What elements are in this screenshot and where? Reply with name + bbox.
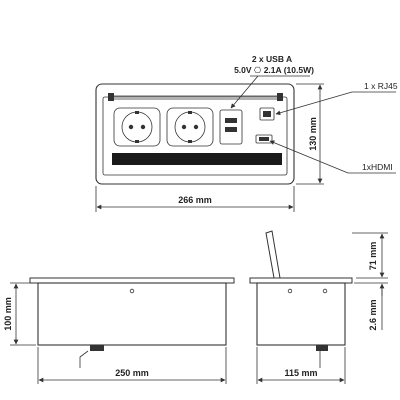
power-socket-1 bbox=[113, 107, 161, 147]
top-view-inner-panel bbox=[102, 96, 288, 176]
power-socket-2 bbox=[166, 107, 214, 147]
usb-port-2-icon bbox=[225, 127, 237, 132]
top-width-label: 266 mm bbox=[178, 195, 212, 205]
top-view: 266 mm 130 mm 2 x USB A 5.0V ⎔ 2.1A (10.… bbox=[95, 54, 398, 212]
rj45-port bbox=[259, 107, 275, 121]
rj45-leader bbox=[275, 91, 353, 116]
side-view: 115 mm 71 mm 2.6 mm bbox=[249, 230, 388, 384]
side-flange-label: 2.6 mm bbox=[368, 299, 378, 330]
front-height-label: 100 mm bbox=[3, 297, 13, 331]
front-width-label: 250 mm bbox=[115, 368, 149, 378]
usb-callout-line2: 5.0V ⎔ 2.1A (10.5W) bbox=[234, 65, 314, 75]
brush-strip bbox=[112, 153, 282, 165]
side-width-label: 115 mm bbox=[284, 368, 317, 378]
side-open-lid bbox=[265, 230, 281, 279]
rj45-icon bbox=[263, 111, 271, 117]
side-screw-left-icon bbox=[287, 288, 293, 294]
hinge-left-icon bbox=[108, 93, 114, 101]
hdmi-leader bbox=[269, 140, 349, 174]
front-cable bbox=[79, 350, 89, 368]
usb-port-1-icon bbox=[225, 118, 237, 123]
side-flange bbox=[249, 277, 353, 284]
side-cable-gland bbox=[316, 345, 328, 351]
hdmi-icon bbox=[259, 137, 269, 141]
side-body bbox=[256, 282, 346, 346]
hdmi-port bbox=[255, 134, 273, 144]
front-flange bbox=[29, 277, 235, 284]
rj45-callout: 1 x RJ45 bbox=[364, 81, 398, 91]
hinge-right-icon bbox=[277, 93, 283, 101]
front-body bbox=[37, 282, 227, 346]
usb-module bbox=[219, 109, 243, 145]
side-lid-label: 71 mm bbox=[368, 242, 378, 271]
hdmi-callout: 1xHDMI bbox=[362, 162, 393, 172]
top-height-label: 130 mm bbox=[308, 117, 318, 151]
usb-callout-line1: 2 x USB A bbox=[252, 54, 292, 64]
side-screw-right-icon bbox=[322, 288, 328, 294]
front-view: 250 mm 100 mm bbox=[3, 277, 235, 384]
usb-leader bbox=[230, 75, 259, 109]
front-cable-gland bbox=[90, 345, 104, 351]
front-screw-icon bbox=[129, 288, 135, 294]
